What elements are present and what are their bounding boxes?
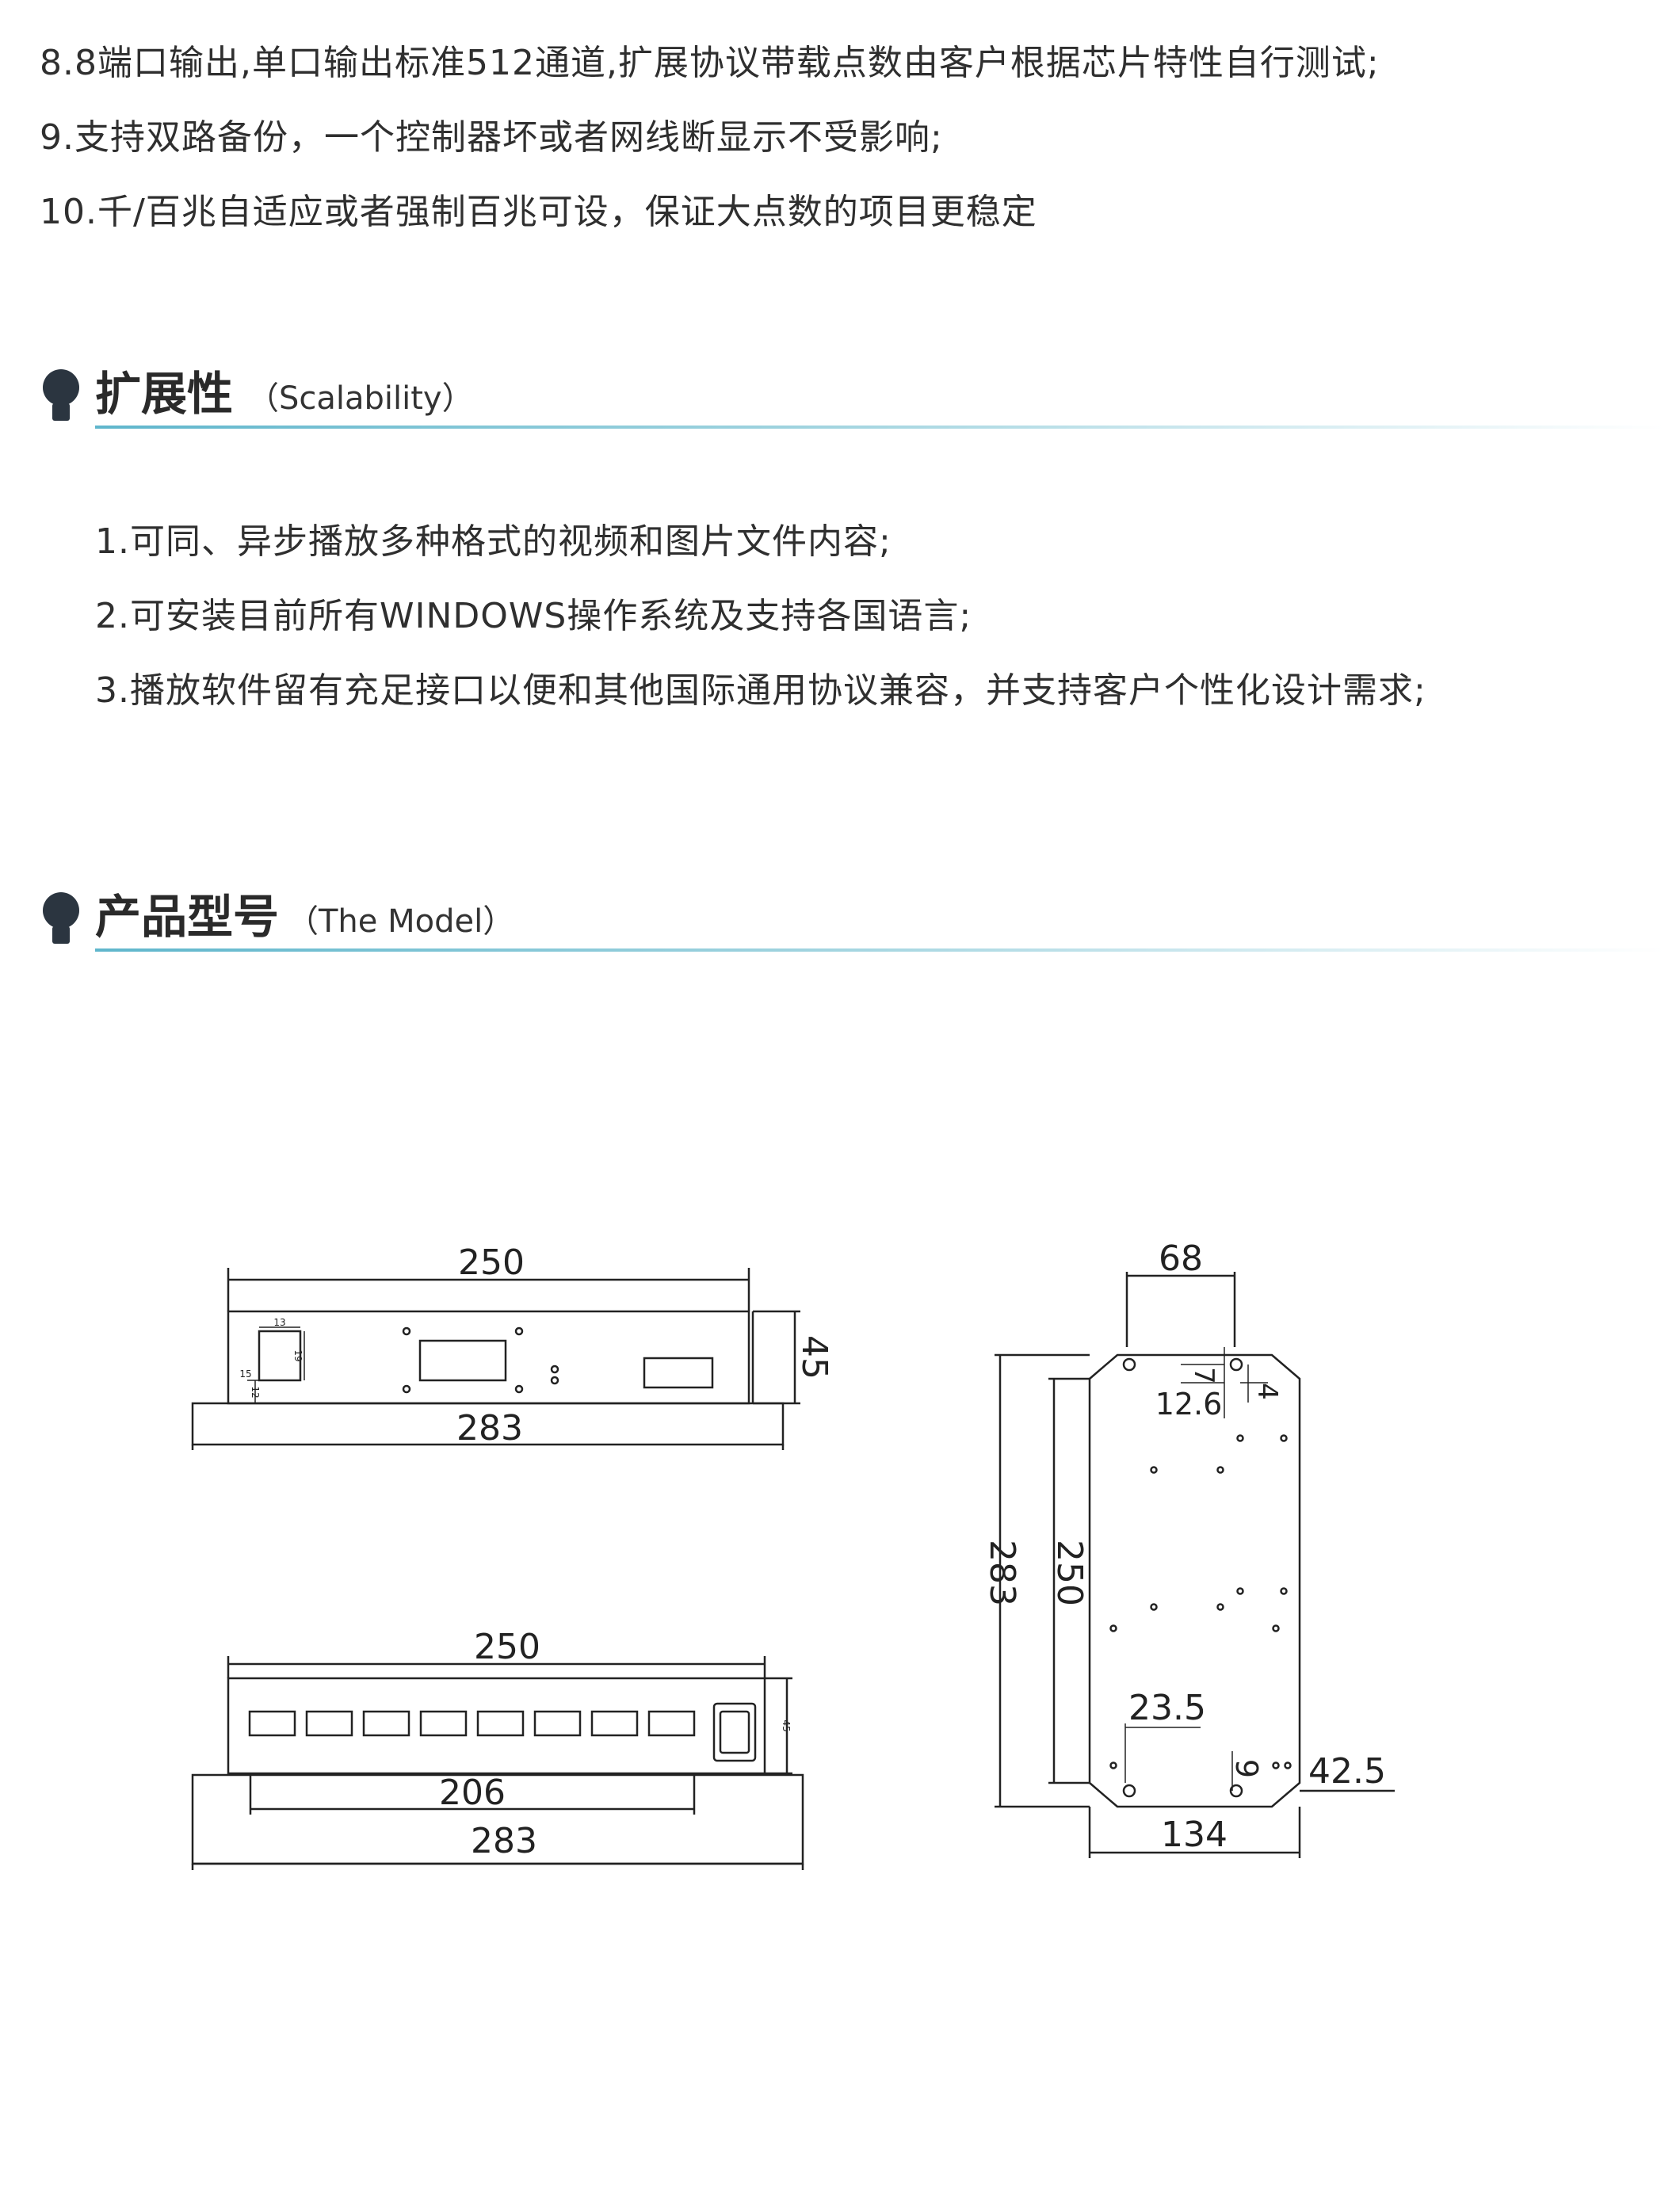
bottom-inner-height-label: 250 — [1049, 1540, 1090, 1606]
feature-item-10: 10.千/百兆自适应或者强制百兆可设，保证大点数的项目更稳定 — [40, 192, 1037, 232]
rear-view — [191, 1656, 804, 1870]
bottom-hole-r-label: 4 — [1251, 1383, 1283, 1400]
rear-width-top-label: 250 — [474, 1627, 540, 1667]
feature-item-8: 8.8端口输出,单口输出标准512通道,扩展协议带载点数由客户根据芯片特性自行测… — [40, 43, 1380, 83]
model-heading: 产品型号 （The Model） — [41, 884, 1664, 971]
model-subtitle: （The Model） — [287, 903, 515, 940]
rear-width-base-label: 283 — [471, 1821, 537, 1861]
bottom-side-offset-label: 42.5 — [1308, 1751, 1386, 1792]
feature-item-9: 9.支持双路备份，一个控制器坏或者网线断显示不受影响; — [40, 117, 943, 158]
front-port-w-label: 13 — [273, 1317, 285, 1328]
front-height-label: 45 — [794, 1335, 834, 1380]
bulb-icon — [43, 369, 79, 421]
front-port-off-y-label: 12 — [250, 1386, 261, 1398]
scalability-heading: 扩展性 （Scalability） — [41, 361, 1664, 448]
bottom-width-label: 134 — [1161, 1815, 1228, 1855]
scalability-item-2: 2.可安装目前所有WINDOWS操作系统及支持各国语言; — [95, 596, 972, 636]
heading-rule — [95, 948, 1664, 952]
bottom-hole-label: 9 — [1229, 1759, 1264, 1778]
scalability-title: 扩展性 — [95, 367, 234, 421]
bottom-hole-gap-label: 7 — [1188, 1367, 1220, 1384]
bottom-outer-height-label: 283 — [982, 1540, 1022, 1606]
front-port-h-label: 19 — [292, 1349, 304, 1361]
rear-height-label: 45 — [781, 1719, 792, 1731]
scalability-item-3: 3.播放软件留有充足接口以便和其他国际通用协议兼容，并支持客户个性化设计需求; — [95, 670, 1426, 711]
heading-rule — [95, 426, 1664, 429]
rear-width-inner-label: 206 — [439, 1773, 506, 1813]
bottom-offset-label: 23.5 — [1128, 1688, 1206, 1728]
front-width-top-label: 250 — [458, 1242, 525, 1283]
front-view — [191, 1268, 800, 1450]
front-port-off-x-label: 15 — [239, 1368, 251, 1380]
scalability-item-1: 1.可同、异步播放多种格式的视频和图片文件内容; — [95, 521, 892, 562]
bottom-view — [995, 1272, 1395, 1858]
bottom-hole-offset-label: 12.6 — [1155, 1387, 1223, 1422]
bottom-top-width-label: 68 — [1159, 1239, 1203, 1279]
model-title: 产品型号 — [95, 890, 280, 944]
front-width-base-label: 283 — [456, 1408, 523, 1448]
scalability-subtitle: （Scalability） — [247, 380, 474, 417]
bulb-icon — [43, 892, 79, 944]
